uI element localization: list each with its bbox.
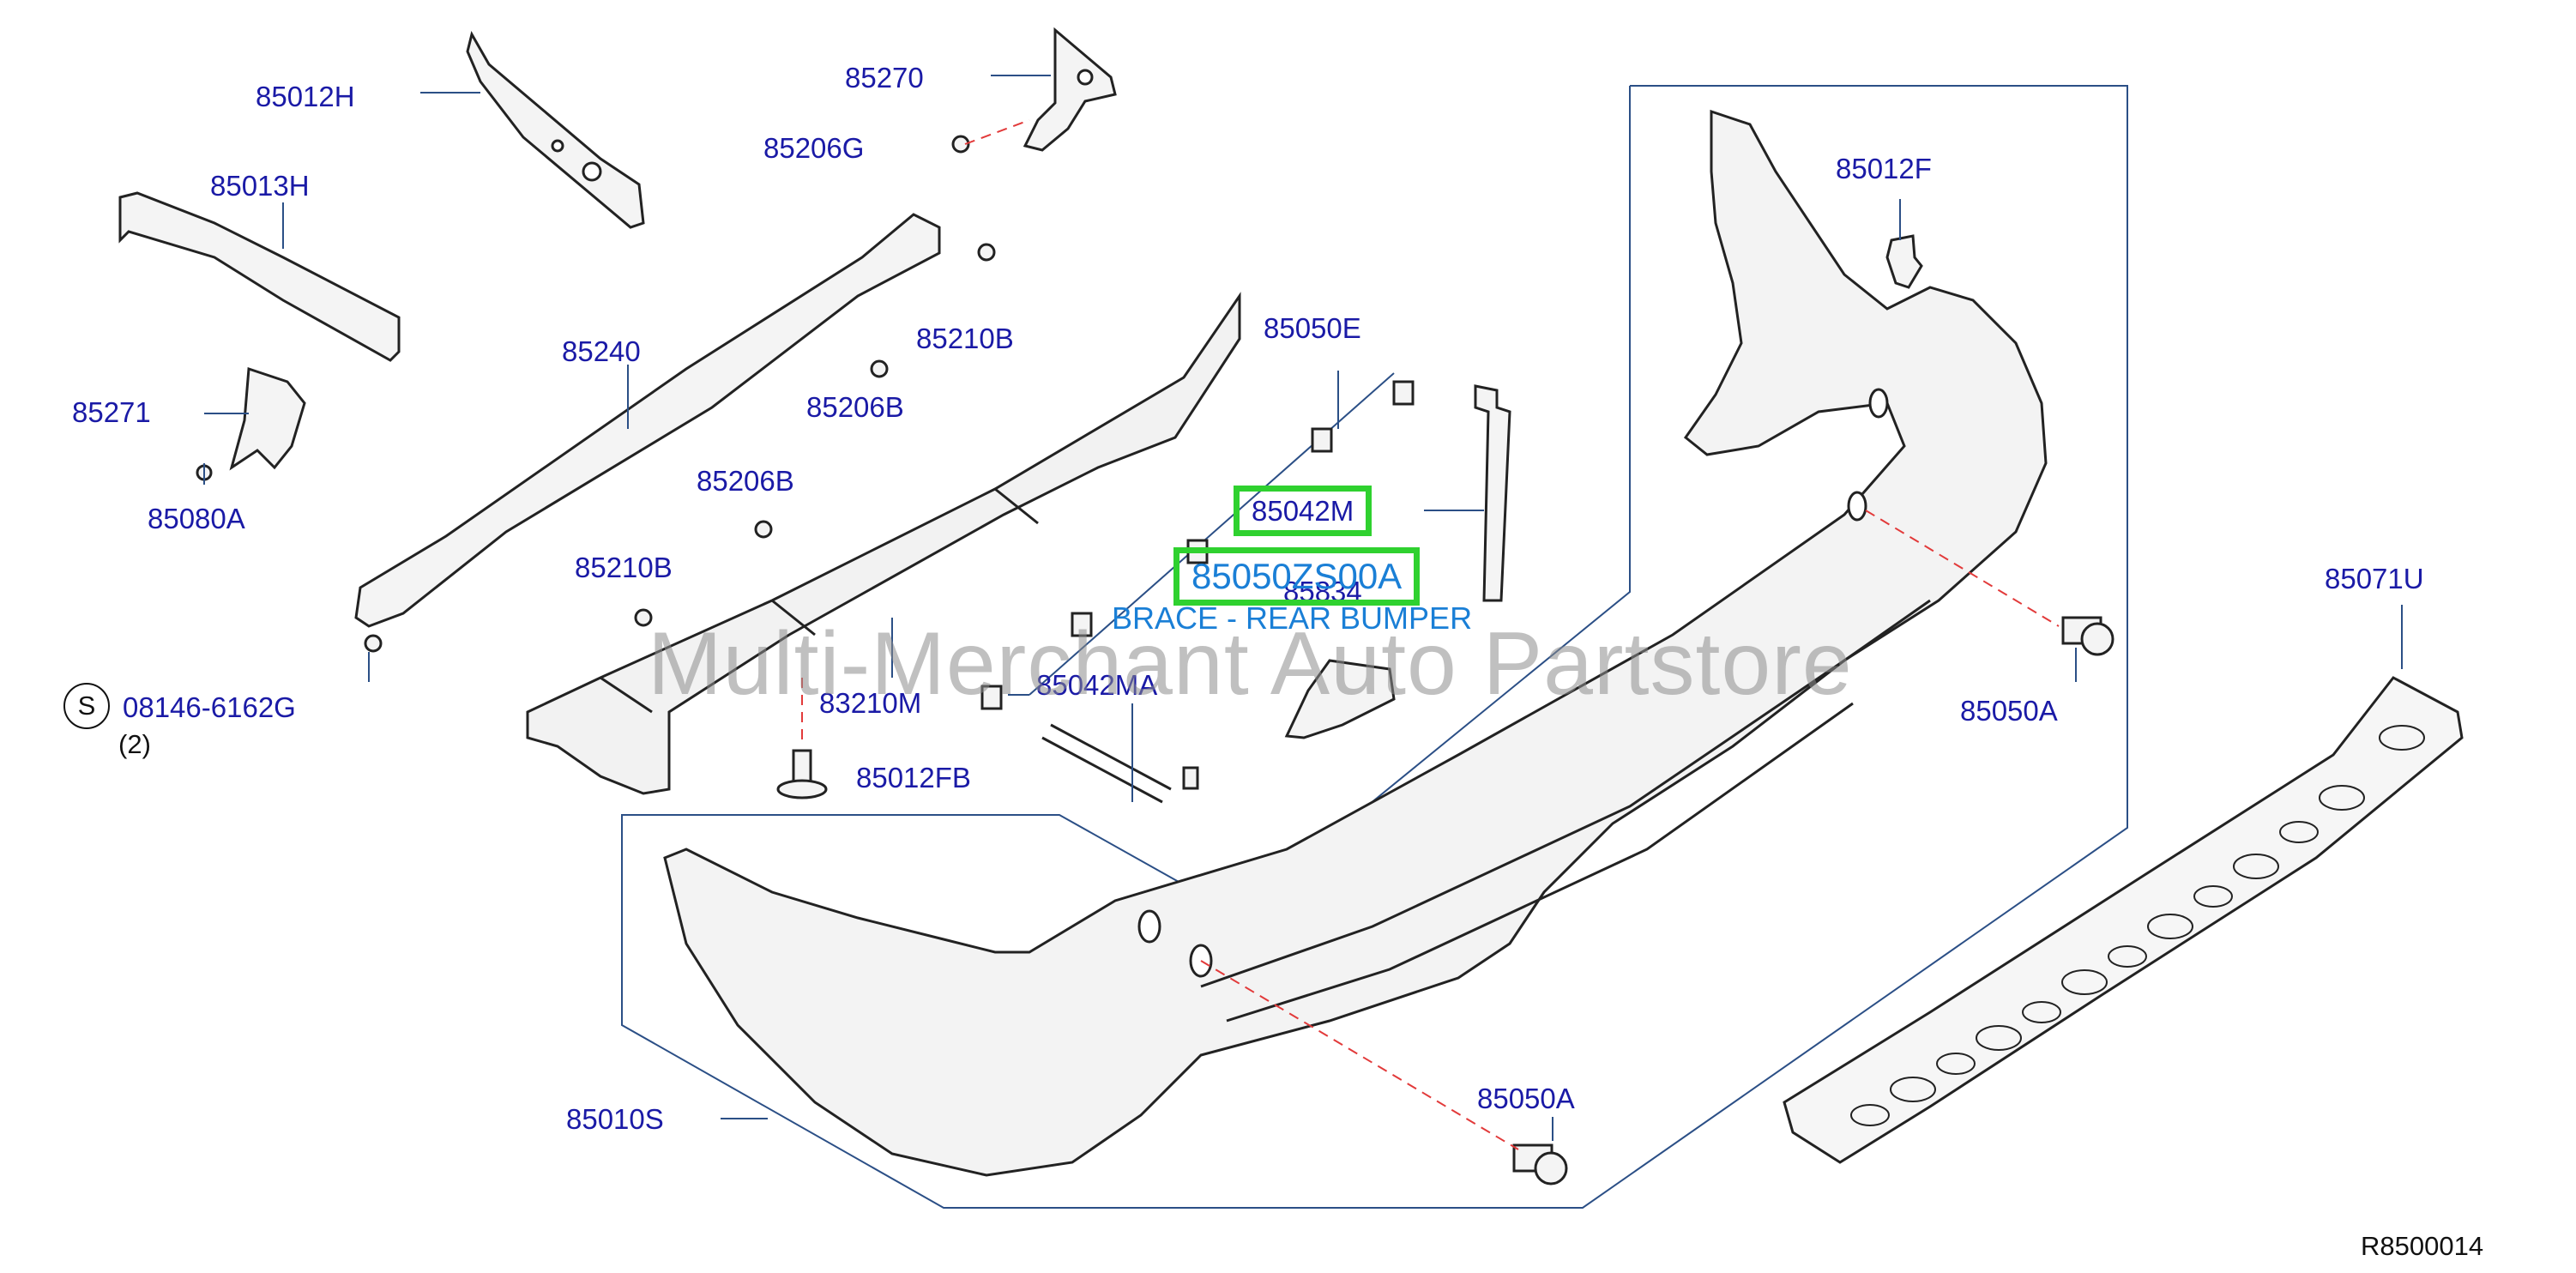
part-label-85050E[interactable]: 85050E xyxy=(1264,312,1361,344)
part-85042M-brace xyxy=(1474,384,1511,602)
part-label-85050ZS00A-highlighted[interactable]: 85050ZS00A xyxy=(1173,547,1421,606)
standard-part-symbol: S xyxy=(63,683,110,729)
part-label-85206B[interactable]: 85206B xyxy=(697,465,794,497)
part-label-85012FB[interactable]: 85012FB xyxy=(856,762,971,793)
fasteners xyxy=(196,135,2114,1186)
bolt-quantity: (2) xyxy=(118,729,151,759)
part-label-85270[interactable]: 85270 xyxy=(845,62,924,94)
part-label-85010S[interactable]: 85010S xyxy=(566,1103,664,1135)
part-85071U-protector xyxy=(1783,676,2464,1164)
part-label-85012H[interactable]: 85012H xyxy=(256,81,355,112)
part-85271-bracket xyxy=(229,366,306,471)
watermark: Multi-Merchant Auto Partstore xyxy=(648,614,1853,714)
part-85240-reinforcement xyxy=(354,213,941,628)
part-label-85080A[interactable]: 85080A xyxy=(148,503,245,534)
part-label-85210B[interactable]: 85210B xyxy=(575,552,673,583)
part-label-83210M[interactable]: 83210M xyxy=(819,687,922,719)
part-85013H-bracket xyxy=(118,191,401,362)
part-83210M-absorber xyxy=(526,292,1241,795)
part-label-85050A[interactable]: 85050A xyxy=(1477,1083,1575,1114)
part-label-85206B[interactable]: 85206B xyxy=(806,391,904,423)
part-85834-cover xyxy=(1284,659,1396,739)
part-label-85206G[interactable]: 85206G xyxy=(763,132,865,164)
part-label-85042MA[interactable]: 85042MA xyxy=(1036,669,1158,701)
part-label-85050A[interactable]: 85050A xyxy=(1960,695,2058,727)
part-label-85210B[interactable]: 85210B xyxy=(916,323,1014,354)
leader-lines xyxy=(203,75,2403,1141)
part-label-85240[interactable]: 85240 xyxy=(562,335,641,367)
dashed-lines xyxy=(801,119,2060,1150)
part-label-85013H[interactable]: 85013H xyxy=(210,170,310,202)
part-85270-bracket xyxy=(1023,27,1117,152)
part-label-85042M-highlighted[interactable]: 85042M xyxy=(1234,486,1372,536)
part-85012H-bracket xyxy=(466,31,645,229)
part-85010S-fascia xyxy=(663,109,2048,1177)
part-label-08146-6162G[interactable]: 08146-6162G xyxy=(123,691,296,723)
part-85012F-clip xyxy=(1885,234,1923,289)
part-label-85271[interactable]: 85271 xyxy=(72,396,151,428)
part-description: BRACE - REAR BUMPER xyxy=(1112,600,1473,636)
diagram-reference: R8500014 xyxy=(2361,1231,2484,1261)
part-85042MA-brace xyxy=(1041,723,1172,804)
part-label-85071U[interactable]: 85071U xyxy=(2325,563,2424,594)
part-label-85012F[interactable]: 85012F xyxy=(1836,153,1932,184)
